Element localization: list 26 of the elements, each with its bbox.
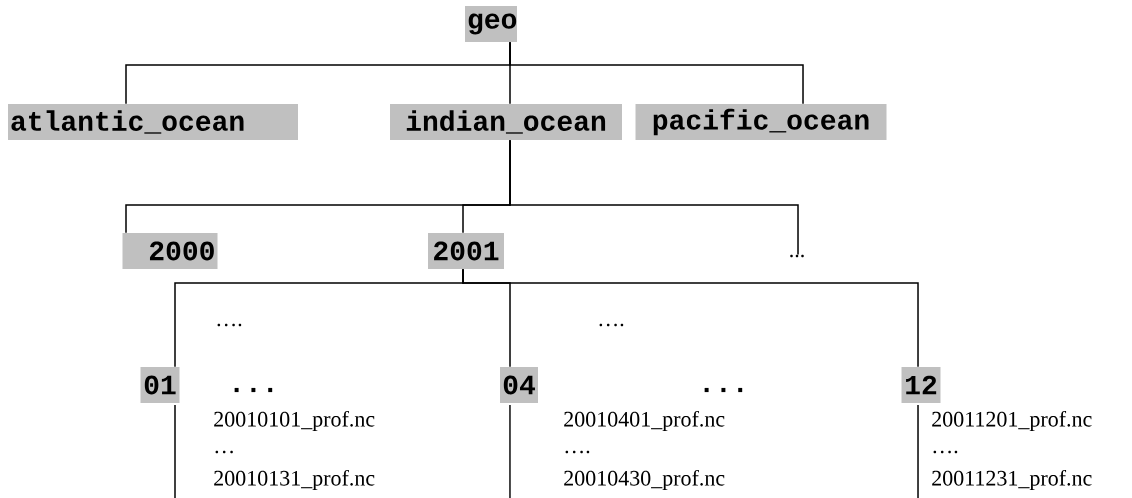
folder-label: 2000	[122, 233, 218, 269]
file-name: …	[215, 450, 233, 454]
ellipsis-text: ...	[234, 387, 273, 393]
ellipsis-text: ….	[217, 323, 242, 327]
folder-label: indian_ocean	[390, 104, 622, 140]
tree-connector	[462, 268, 919, 368]
folder-label: pacific_ocean	[635, 104, 887, 140]
folder-label: 12	[901, 367, 941, 403]
file-name: 20011231_prof.nc	[932, 469, 1092, 491]
file-name: 20010101_prof.nc	[214, 410, 375, 432]
file-name: 20010430_prof.nc	[564, 469, 725, 491]
folder-label: 2001	[428, 233, 504, 269]
file-name: 20011201_prof.nc	[932, 410, 1092, 432]
tree-connector	[509, 41, 804, 105]
ellipsis-text: ...	[704, 387, 743, 393]
file-name: ….	[933, 450, 958, 454]
tree-connector	[509, 139, 799, 256]
folder-label: atlantic_ocean	[8, 104, 298, 140]
ellipsis-text: ….	[599, 323, 624, 327]
folder-label: geo	[465, 6, 517, 42]
ellipsis-text: ...	[790, 254, 804, 258]
file-name: 20010131_prof.nc	[214, 469, 375, 491]
file-name: ….	[565, 450, 590, 454]
file-name: 20010401_prof.nc	[564, 410, 725, 432]
folder-label: 01	[140, 367, 180, 403]
folder-label: 04	[500, 367, 538, 403]
